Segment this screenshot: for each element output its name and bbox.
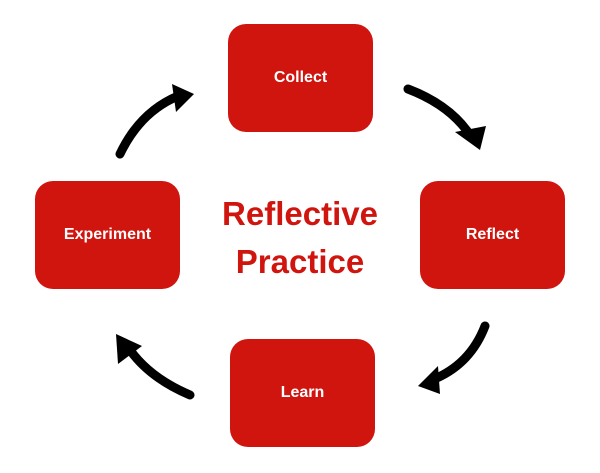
arrow-collect-to-reflect bbox=[403, 84, 475, 140]
arrow-learn-to-experiment bbox=[125, 345, 195, 400]
arrowhead-icon bbox=[116, 334, 142, 364]
arrow-reflect-to-learn bbox=[427, 321, 490, 385]
step-learn: Learn bbox=[230, 339, 375, 447]
step-experiment: Experiment bbox=[35, 181, 180, 289]
title-line-1: Reflective bbox=[222, 195, 378, 232]
arrowhead-icon bbox=[455, 126, 486, 150]
title-line-2: Practice bbox=[235, 243, 365, 280]
arrowhead-icon bbox=[418, 366, 440, 394]
arrowhead-icon bbox=[172, 84, 194, 112]
step-label: Collect bbox=[273, 69, 328, 86]
step-reflect: Reflect bbox=[420, 181, 565, 289]
step-label: Learn bbox=[280, 384, 325, 401]
arrow-experiment-to-collect bbox=[115, 91, 183, 159]
diagram-title: Reflective Practice bbox=[190, 190, 410, 286]
step-label: Experiment bbox=[63, 226, 152, 243]
step-collect: Collect bbox=[228, 24, 373, 132]
step-label: Reflect bbox=[465, 226, 520, 243]
